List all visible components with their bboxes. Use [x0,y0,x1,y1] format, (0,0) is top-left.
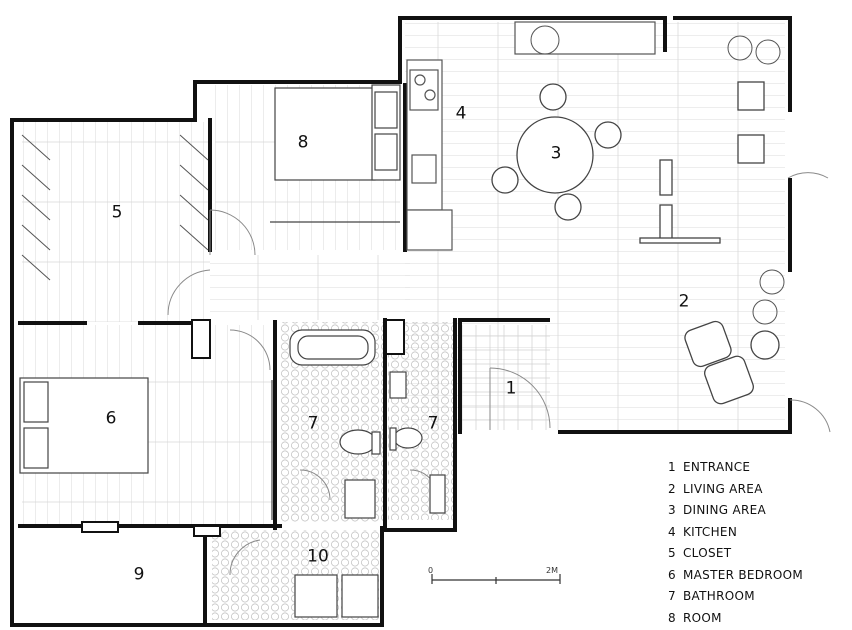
dining-set [491,83,622,221]
room-number-room: 8 [297,132,309,153]
room-number-master-bedroom: 6 [105,408,117,429]
scale-start-label: 0 [428,566,434,575]
master-bed [19,377,273,520]
floor-entrance [460,325,550,430]
living-furniture [639,81,780,405]
room-number-9: 9 [133,564,145,585]
scale-bar [431,574,561,584]
closet-hangers [21,134,209,281]
bathroom-fixtures [289,329,446,618]
floor-closet [22,122,210,322]
room-number-closet: 5 [111,202,123,223]
room-number-bathroom-b: 7 [427,413,439,434]
room-number-bathroom-a: 7 [307,413,319,434]
wall-blocks [81,319,405,537]
room-8-bed [270,84,401,223]
scale-end-label: 2M [546,566,558,575]
room-number-entrance: 1 [505,378,517,399]
plants [530,25,785,325]
room-number-living-area: 2 [678,291,690,312]
room-number-kitchen: 4 [455,103,467,124]
room-number-10: 10 [307,546,329,567]
kitchen-counter [406,21,656,251]
room-number-dining-area: 3 [550,143,562,164]
